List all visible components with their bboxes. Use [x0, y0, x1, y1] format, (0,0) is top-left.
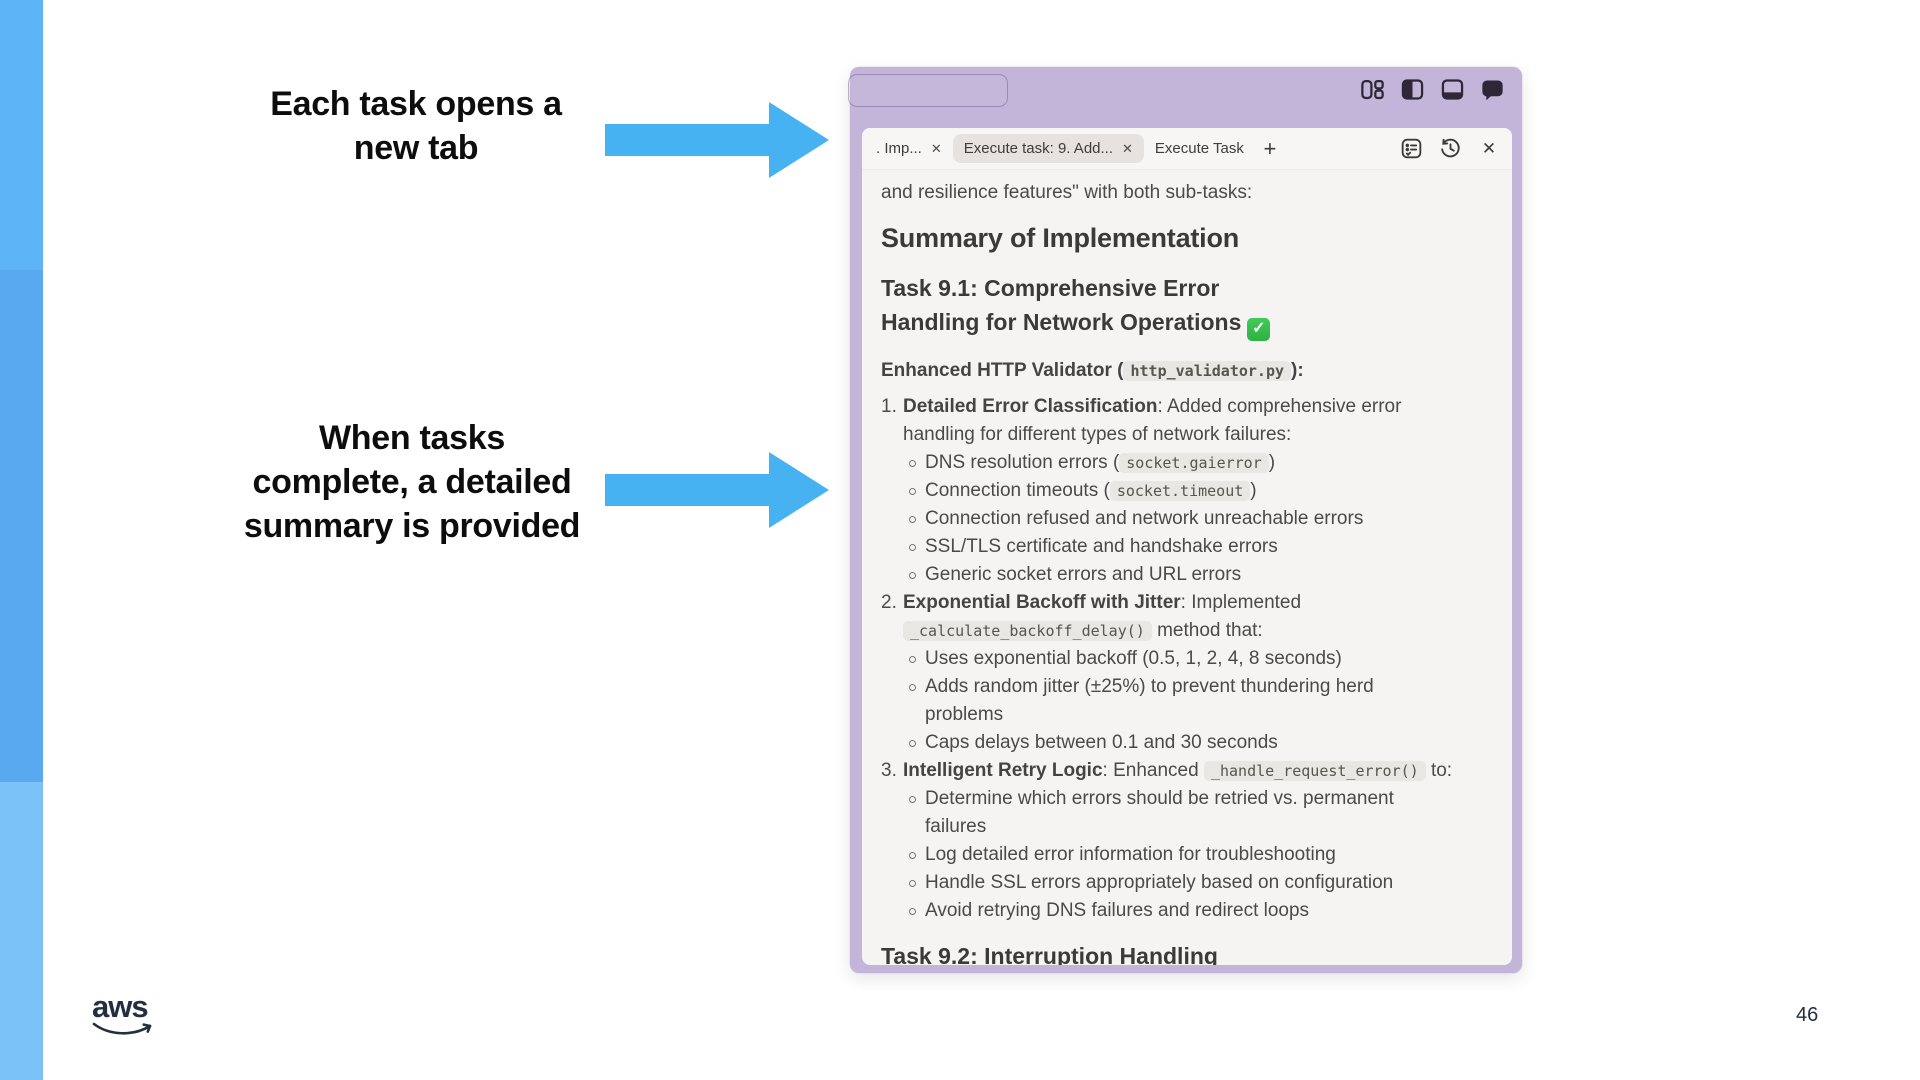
- task-9-1-heading: Task 9.1: Comprehensive Error Handling f…: [881, 271, 1500, 341]
- aws-logo: aws: [92, 989, 162, 1043]
- inline-code: socket.gaierror: [1119, 452, 1269, 473]
- editor-panel: . Imp... ✕ Execute task: 9. Add... ✕ Exe…: [862, 128, 1512, 965]
- aws-smile-icon: [92, 1022, 152, 1035]
- sub-list-item: Log detailed error information for troub…: [909, 841, 1500, 869]
- new-tab-button[interactable]: +: [1263, 135, 1277, 161]
- text-run: : Added comprehensive error handling for…: [903, 395, 1402, 445]
- tab-execute-task-9[interactable]: Execute task: 9. Add... ✕: [952, 134, 1144, 163]
- chat-bubble-icon[interactable]: [1479, 76, 1506, 103]
- text-run: : Implemented: [1180, 591, 1302, 613]
- text-run: Exponential Backoff with Jitter: [903, 591, 1181, 613]
- arrow-to-tabs: [605, 102, 829, 178]
- inline-code: _calculate_backoff_delay(): [903, 620, 1152, 641]
- inline-code: socket.timeout: [1109, 480, 1251, 501]
- stripe-segment-top: [0, 0, 43, 270]
- sub-list-item: Generic socket errors and URL errors: [909, 561, 1500, 589]
- sub-list: DNS resolution errors (socket.gaierror)C…: [903, 449, 1500, 589]
- text-run: ): [1250, 479, 1257, 501]
- sub-list-item: SSL/TLS certificate and handshake errors: [909, 533, 1500, 561]
- page-number: 46: [1796, 1004, 1819, 1026]
- layout-columns-icon[interactable]: [1359, 76, 1386, 103]
- tab-bar: . Imp... ✕ Execute task: 9. Add... ✕ Exe…: [862, 128, 1512, 170]
- sub-list-item: Connection refused and network unreachab…: [909, 505, 1500, 533]
- task-9-2-heading: Task 9.2: Interruption Handling: [881, 939, 1500, 966]
- stripe-segment-bottom: [0, 782, 43, 1080]
- tab-label: Execute task: 9. Add...: [963, 140, 1114, 157]
- intro-paragraph: and resilience features" with both sub-t…: [881, 179, 1500, 207]
- panel-bottom-icon[interactable]: [1439, 76, 1466, 103]
- text-run: and resilience features" with both sub-t…: [881, 182, 1253, 203]
- text-run: Uses exponential backoff (0.5, 1, 2, 4, …: [925, 647, 1342, 669]
- summary-heading: Summary of Implementation: [881, 219, 1500, 257]
- text-run: ): [1268, 451, 1276, 473]
- sub-list-item: Avoid retrying DNS failures and redirect…: [909, 897, 1500, 925]
- text-run: Enhanced HTTP Validator (: [881, 359, 1124, 381]
- text-run: Detailed Error Classification: [903, 395, 1158, 417]
- sub-list: Determine which errors should be retried…: [903, 785, 1500, 925]
- tab-close-icon[interactable]: ✕: [1122, 140, 1133, 156]
- validator-line: Enhanced HTTP Validator (http_validator.…: [881, 357, 1500, 385]
- text-run: Connection timeouts (: [925, 479, 1110, 501]
- sub-list-item: Uses exponential backoff (0.5, 1, 2, 4, …: [909, 645, 1500, 673]
- titlebar-tab-pill[interactable]: [848, 74, 1008, 107]
- text-run: Task 9.2: Interruption Handling: [881, 942, 1218, 966]
- tab-close-icon[interactable]: ✕: [930, 140, 942, 156]
- aws-logo-text: aws: [92, 989, 149, 1024]
- task-list-icon[interactable]: [1398, 136, 1424, 162]
- list-item: Intelligent Retry Logic: Enhanced _handl…: [903, 757, 1500, 925]
- text-run: : Enhanced: [1102, 759, 1204, 781]
- text-run: Summary of Implementation: [881, 223, 1240, 253]
- text-run: SSL/TLS certificate and handshake errors: [925, 535, 1278, 557]
- sub-list-item: DNS resolution errors (socket.gaierror): [909, 449, 1500, 477]
- text-run: Intelligent Retry Logic: [903, 759, 1103, 781]
- slide-edge-stripe: [0, 0, 43, 1080]
- window-titlebar[interactable]: [848, 67, 1522, 128]
- sub-list-item: Determine which errors should be retried…: [909, 785, 1500, 841]
- sub-list-item: Adds random jitter (±25%) to prevent thu…: [909, 673, 1500, 729]
- markdown-content: and resilience features" with both sub-t…: [881, 179, 1500, 965]
- panel-close-icon[interactable]: ✕: [1481, 138, 1497, 158]
- history-icon[interactable]: [1437, 136, 1463, 162]
- text-run: method that:: [1151, 619, 1263, 641]
- tab-label: . Imp...: [876, 140, 922, 157]
- inline-code: _handle_request_error(): [1203, 760, 1426, 781]
- text-run: Determine which errors should be retried…: [925, 787, 1394, 837]
- sidebar-left-icon[interactable]: [1399, 76, 1426, 103]
- text-run: ):: [1291, 359, 1304, 381]
- sub-list-item: Handle SSL errors appropriately based on…: [909, 869, 1500, 897]
- text-run: Task 9.1: Comprehensive Error Handling f…: [881, 275, 1242, 335]
- tab-label: Execute Task: [1154, 140, 1244, 157]
- sub-list-item: Connection timeouts (socket.timeout): [909, 477, 1500, 505]
- tab-implementation[interactable]: . Imp... ✕: [865, 134, 953, 163]
- inline-code: http_validator.py: [1123, 360, 1292, 381]
- tab-execute-task[interactable]: Execute Task: [1144, 134, 1255, 163]
- caption-new-tab: Each task opens a new tab: [270, 85, 562, 167]
- text-run: Avoid retrying DNS failures and redirect…: [925, 899, 1310, 921]
- sub-list: Uses exponential backoff (0.5, 1, 2, 4, …: [903, 645, 1500, 757]
- numbered-list: Detailed Error Classification: Added com…: [881, 393, 1500, 925]
- sub-list-item: Caps delays between 0.1 and 30 seconds: [909, 729, 1500, 757]
- kiro-window: . Imp... ✕ Execute task: 9. Add... ✕ Exe…: [848, 67, 1522, 973]
- text-run: to:: [1425, 759, 1453, 781]
- text-run: Connection refused and network unreachab…: [925, 507, 1364, 529]
- check-emoji: ✓: [1247, 317, 1271, 341]
- text-run: Log detailed error information for troub…: [925, 843, 1336, 865]
- list-item: Exponential Backoff with Jitter: Impleme…: [903, 589, 1500, 757]
- list-item: Detailed Error Classification: Added com…: [903, 393, 1500, 589]
- text-run: Adds random jitter (±25%) to prevent thu…: [925, 675, 1374, 725]
- text-run: DNS resolution errors (: [925, 451, 1120, 473]
- chat-scroll-area[interactable]: and resilience features" with both sub-t…: [862, 170, 1512, 965]
- text-run: Handle SSL errors appropriately based on…: [925, 871, 1394, 893]
- text-run: Generic socket errors and URL errors: [925, 563, 1242, 585]
- arrow-to-summary: [605, 452, 829, 528]
- text-run: Caps delays between 0.1 and 30 seconds: [925, 731, 1278, 753]
- caption-summary: When tasks complete, a detailed summary …: [243, 419, 581, 545]
- stripe-segment-mid: [0, 270, 43, 782]
